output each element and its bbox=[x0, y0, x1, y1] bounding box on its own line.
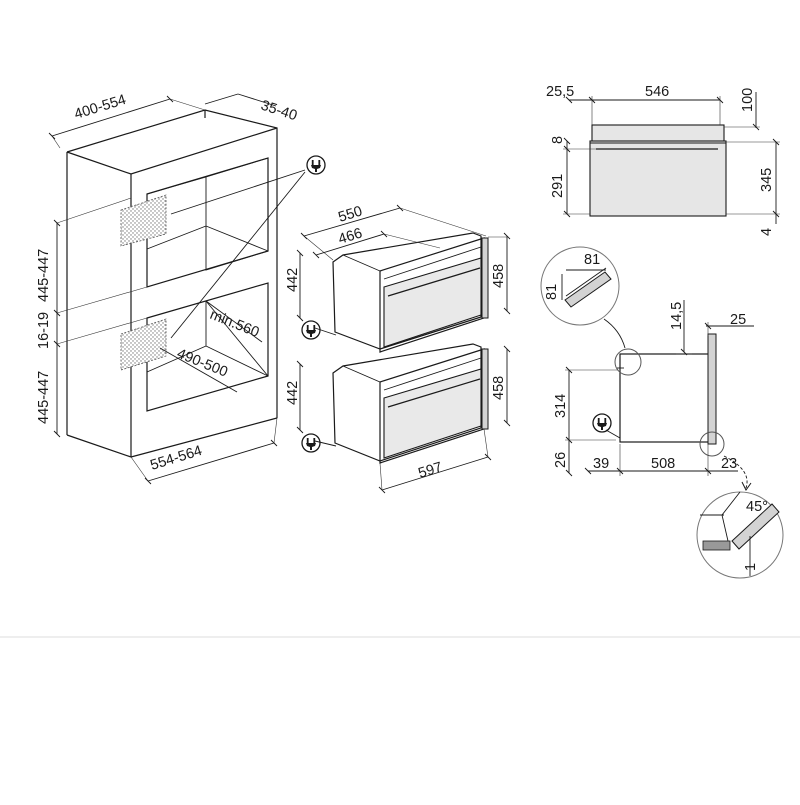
dim-cabinet-gap: 35-40 bbox=[259, 98, 299, 125]
dim-lower-height: 445-447 bbox=[36, 371, 52, 424]
dim-detail-b-gap: 1 bbox=[743, 563, 759, 571]
dim-side-top-gap: 14,5 bbox=[669, 302, 685, 330]
dim-top-clearance: 100 bbox=[740, 88, 756, 112]
dim-side-offset: 39 bbox=[593, 456, 609, 472]
dim-niche-width: 490-500 bbox=[175, 346, 230, 381]
dim-cabinet-width: 554-564 bbox=[148, 443, 204, 474]
dim-top-strip: 8 bbox=[550, 136, 566, 144]
dim-side-door: 25 bbox=[730, 312, 746, 328]
socket-area-upper bbox=[120, 194, 167, 247]
dim-cabinet-depth: 400-554 bbox=[72, 92, 128, 123]
dim-oven-depth-outer: 550 bbox=[336, 203, 364, 225]
dim-oven-height-upper: 442 bbox=[285, 268, 301, 292]
dim-oven-width: 597 bbox=[416, 459, 444, 481]
dim-front-offset: 25,5 bbox=[546, 84, 574, 100]
dim-body-height: 291 bbox=[550, 174, 566, 198]
plug-icon-upper bbox=[301, 320, 321, 340]
plug-icon-lower bbox=[301, 433, 321, 453]
dim-side-bottom: 26 bbox=[553, 452, 569, 468]
detail-circle-bottom: 45° 1 bbox=[696, 491, 784, 579]
front-view: 25,5 546 100 345 4 8 291 bbox=[546, 84, 780, 236]
dim-angle: 45° bbox=[746, 499, 768, 515]
dim-upper-height: 445-447 bbox=[36, 249, 52, 302]
dim-oven-front-height-upper: 458 bbox=[491, 264, 507, 288]
dim-detail-a-y: 81 bbox=[544, 284, 560, 300]
socket-area-lower bbox=[120, 318, 167, 371]
dim-oven-height-lower: 442 bbox=[285, 381, 301, 405]
side-view: 81 81 14,5 25 314 26 bbox=[540, 246, 754, 491]
plug-icon bbox=[306, 155, 326, 175]
plug-icon-side bbox=[592, 413, 612, 433]
dim-front-width: 546 bbox=[645, 84, 669, 100]
oven-lower bbox=[301, 343, 489, 464]
dim-front-height: 345 bbox=[759, 168, 775, 192]
oven-upper bbox=[301, 232, 489, 353]
dim-bottom-gap: 4 bbox=[759, 228, 775, 236]
dim-oven-depth-inner: 466 bbox=[336, 225, 364, 247]
dim-detail-a-x: 81 bbox=[584, 252, 600, 268]
dim-side-height: 314 bbox=[553, 394, 569, 418]
dim-middle-gap: 16-19 bbox=[36, 312, 52, 349]
dim-side-depth: 508 bbox=[651, 456, 675, 472]
dim-side-front: 23 bbox=[721, 456, 737, 472]
dim-oven-front-height-lower: 458 bbox=[491, 376, 507, 400]
cabinet-drawing: 400-554 35-40 445-447 16-19 445-447 min.… bbox=[36, 92, 326, 485]
oven-pair-drawing: 550 466 442 458 442 458 597 bbox=[285, 203, 511, 494]
